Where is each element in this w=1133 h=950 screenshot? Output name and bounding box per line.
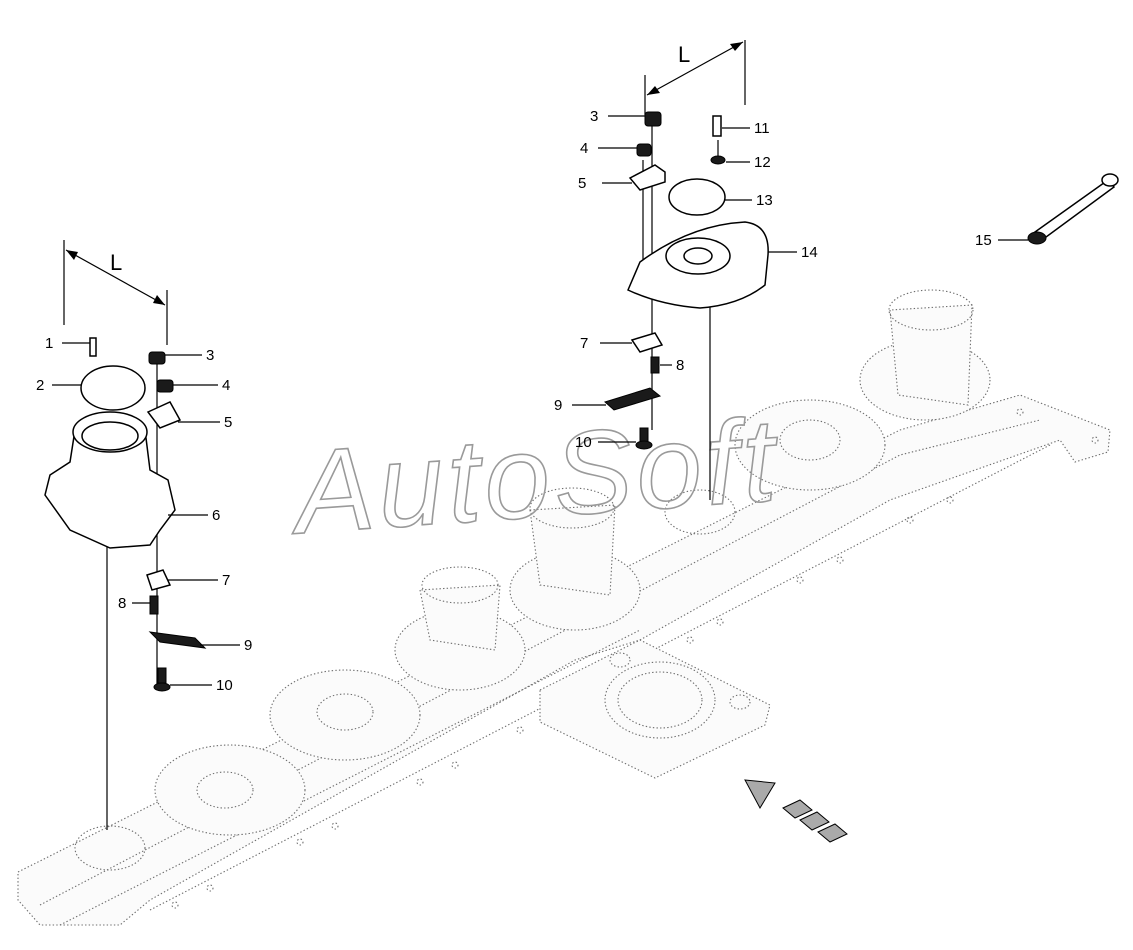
plate-7-right (630, 332, 664, 353)
callout-8-right: 8 (676, 357, 684, 374)
callout-9: 9 (244, 637, 252, 654)
callout-1: 1 (45, 335, 53, 352)
bolt-11 (712, 115, 722, 137)
callout-5-right: 5 (578, 175, 586, 192)
nut-3 (148, 351, 166, 365)
right-assembly: L (554, 40, 1119, 500)
callout-10-right: 10 (575, 434, 592, 451)
callout-3: 3 (206, 347, 214, 364)
knife-9-right (604, 387, 662, 411)
cap-13 (668, 178, 726, 216)
left-assembly: L (36, 240, 252, 830)
callout-5: 5 (224, 414, 232, 431)
cutter-bar-frame (17, 289, 1111, 926)
gearbox-plate (539, 639, 771, 779)
callout-15: 15 (975, 232, 992, 249)
washer-12 (710, 155, 726, 165)
dimension-label-right: L (678, 42, 690, 67)
callout-8: 8 (118, 595, 126, 612)
bracket-5 (146, 401, 182, 429)
cutting-drums (419, 289, 974, 651)
callout-11: 11 (754, 120, 770, 137)
dimension-label-left: L (110, 250, 122, 275)
wrench-15 (1027, 173, 1119, 245)
bolt-10 (157, 667, 167, 684)
bolt-10-right (639, 427, 649, 443)
bolt-8-right (650, 356, 660, 374)
callout-10: 10 (216, 677, 233, 694)
callout-4: 4 (222, 377, 230, 394)
knife-9 (148, 631, 207, 649)
nut-3-right (644, 111, 662, 127)
bracket-5-right (628, 164, 666, 191)
nut-4 (156, 379, 174, 393)
bolt-8 (149, 595, 159, 615)
callout-6: 6 (212, 507, 220, 524)
direction-arrow-icon (744, 779, 848, 843)
callout-3-right: 3 (590, 108, 598, 125)
plate-7 (146, 569, 172, 591)
callout-7-right: 7 (580, 335, 588, 352)
callout-2: 2 (36, 377, 44, 394)
callout-9-right: 9 (554, 397, 562, 414)
callout-4-right: 4 (580, 140, 588, 157)
screw-1 (89, 337, 97, 357)
cover-plate-2 (80, 365, 146, 411)
callout-14: 14 (801, 244, 818, 261)
nut-4-right (636, 143, 652, 157)
callout-13: 13 (756, 192, 773, 209)
callout-12: 12 (754, 154, 771, 171)
callout-7: 7 (222, 572, 230, 589)
bar-holes (171, 408, 1099, 909)
